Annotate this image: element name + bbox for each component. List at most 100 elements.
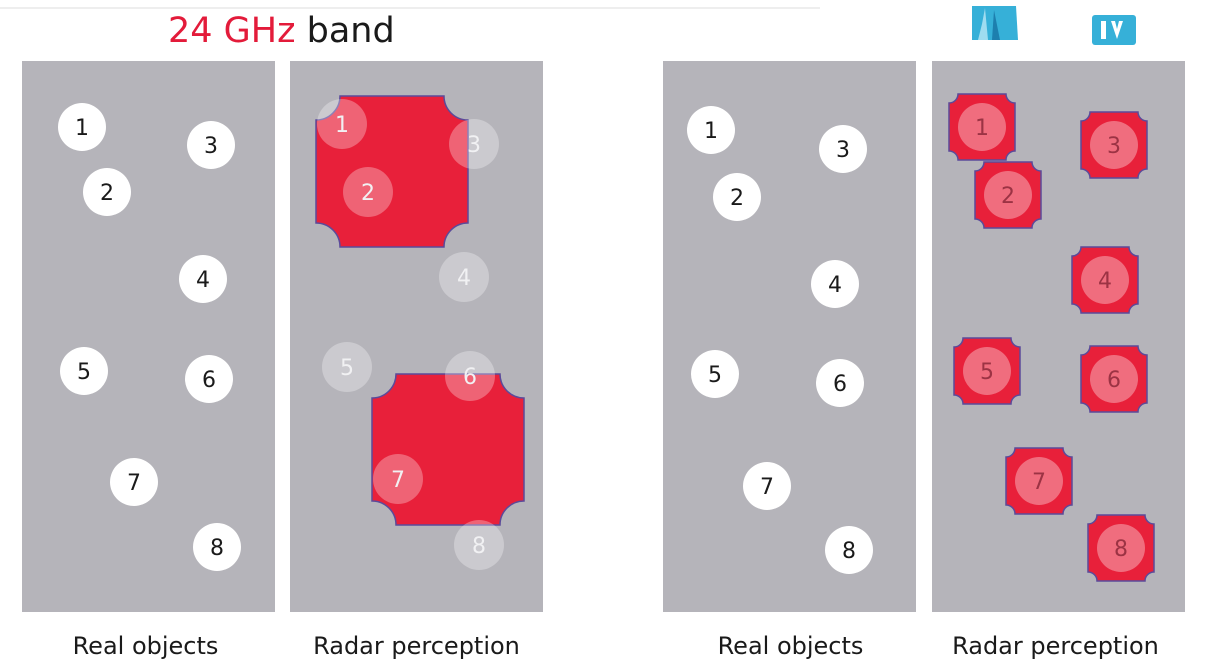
object-marker: 8 <box>825 526 873 574</box>
object-marker: 7 <box>110 458 158 506</box>
object-circle <box>963 347 1011 395</box>
object-marker: 2 <box>343 167 393 217</box>
object-circle <box>322 342 372 392</box>
object-label: 2 <box>361 181 375 206</box>
object-circle <box>445 351 495 401</box>
object-label: 4 <box>1098 269 1112 294</box>
detection-box <box>1080 345 1148 413</box>
object-label: 6 <box>463 365 477 390</box>
object-marker: 8 <box>1097 524 1145 572</box>
object-label: 3 <box>467 133 481 158</box>
object-marker: 6 <box>816 359 864 407</box>
object-marker: 8 <box>454 520 504 570</box>
detection-box <box>1087 514 1155 582</box>
object-circle <box>454 520 504 570</box>
object-label: 3 <box>204 134 218 159</box>
object-circle <box>193 523 241 571</box>
object-marker: 4 <box>439 252 489 302</box>
caption-real-objects-24ghz: Real objects <box>72 632 219 660</box>
object-circle <box>58 103 106 151</box>
object-label: 4 <box>457 266 471 291</box>
object-label: 4 <box>828 273 842 298</box>
object-label: 5 <box>980 360 994 385</box>
object-label: 1 <box>704 119 718 144</box>
object-marker: 3 <box>1090 121 1138 169</box>
object-marker: 2 <box>984 171 1032 219</box>
panel-real-objects-24ghz: 1 3 2 4 5 6 7 8 <box>22 61 275 612</box>
object-circle <box>439 252 489 302</box>
object-circle <box>110 458 158 506</box>
panel-real-objects-alt: 1 3 2 4 5 6 7 8 <box>663 61 916 612</box>
logo-icon-right <box>1092 15 1136 45</box>
object-circle <box>343 167 393 217</box>
object-label: 1 <box>75 116 89 141</box>
object-marker: 8 <box>193 523 241 571</box>
object-marker: 3 <box>819 125 867 173</box>
object-circle <box>984 171 1032 219</box>
object-label: 1 <box>335 113 349 138</box>
object-circle <box>449 119 499 169</box>
object-label: 2 <box>730 186 744 211</box>
panel-canvas: 1 3 2 4 5 6 7 8 <box>58 103 241 571</box>
object-marker: 6 <box>445 351 495 401</box>
object-marker: 2 <box>713 173 761 221</box>
object-label: 8 <box>842 539 856 564</box>
object-marker: 5 <box>691 350 739 398</box>
merged-detection-blob <box>371 373 525 526</box>
object-marker: 4 <box>179 255 227 303</box>
object-marker: 7 <box>1015 457 1063 505</box>
object-label: 1 <box>975 116 989 141</box>
title-frequency: 24 GHz <box>168 11 296 51</box>
object-circle <box>743 462 791 510</box>
object-marker: 6 <box>1090 355 1138 403</box>
object-circle <box>816 359 864 407</box>
title-band-word: band <box>306 11 395 51</box>
object-marker: 3 <box>449 119 499 169</box>
object-circle <box>1015 457 1063 505</box>
object-label: 7 <box>1032 470 1046 495</box>
detection-box <box>1080 111 1148 179</box>
caption-radar-perception-24ghz: Radar perception <box>313 632 520 660</box>
object-marker: 7 <box>743 462 791 510</box>
object-circle <box>83 168 131 216</box>
object-label: 3 <box>836 138 850 163</box>
object-circle <box>1097 524 1145 572</box>
object-circle <box>713 173 761 221</box>
object-label: 2 <box>100 181 114 206</box>
object-marker: 1 <box>958 103 1006 151</box>
panel-canvas: 1 3 2 4 5 6 7 8 <box>948 93 1155 582</box>
object-label: 5 <box>708 363 722 388</box>
object-circle <box>958 103 1006 151</box>
merged-detection-blob <box>315 95 469 248</box>
object-marker: 5 <box>60 347 108 395</box>
object-label: 7 <box>127 471 141 496</box>
object-label: 7 <box>391 468 405 493</box>
object-circle <box>179 255 227 303</box>
logo-icon-left <box>972 6 1018 40</box>
object-circle <box>819 125 867 173</box>
object-circle <box>187 121 235 169</box>
object-circle <box>1090 121 1138 169</box>
page-title: 24 GHz band <box>168 10 395 52</box>
object-marker: 6 <box>185 355 233 403</box>
object-label: 6 <box>202 368 216 393</box>
object-marker: 5 <box>963 347 1011 395</box>
object-label: 3 <box>1107 134 1121 159</box>
object-label: 6 <box>833 372 847 397</box>
detection-box <box>974 161 1042 229</box>
object-marker: 4 <box>1081 256 1129 304</box>
object-label: 5 <box>340 356 354 381</box>
object-label: 8 <box>210 536 224 561</box>
object-circle <box>185 355 233 403</box>
caption-radar-perception-alt: Radar perception <box>952 632 1159 660</box>
object-marker: 4 <box>811 260 859 308</box>
object-marker: 7 <box>373 454 423 504</box>
object-circle <box>687 106 735 154</box>
object-circle <box>1081 256 1129 304</box>
object-circle <box>691 350 739 398</box>
object-circle <box>825 526 873 574</box>
caption-real-objects-alt: Real objects <box>717 632 864 660</box>
top-divider <box>0 7 820 9</box>
panel-radar-perception-alt: 1 3 2 4 5 6 7 8 <box>932 61 1185 612</box>
panel-canvas: 1 3 2 4 5 6 7 8 <box>315 95 525 570</box>
